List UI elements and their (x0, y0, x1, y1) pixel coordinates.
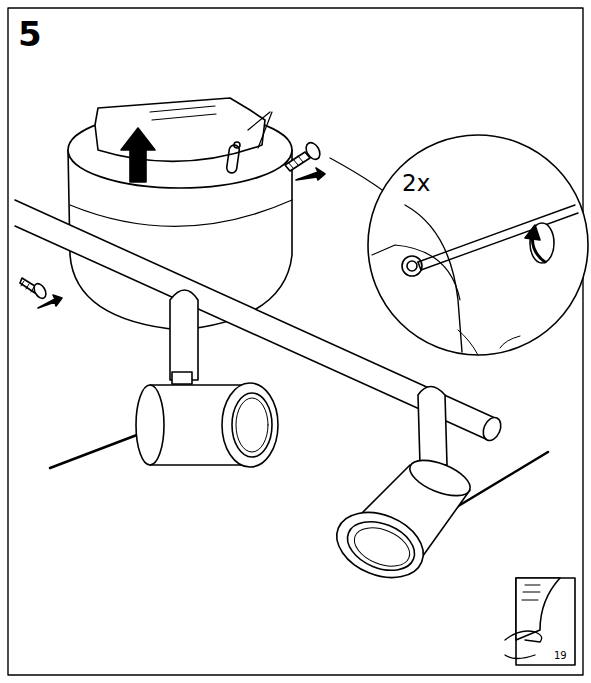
detail-inset (330, 135, 588, 355)
lift-arrow (121, 128, 155, 182)
quantity-label: 2x (402, 172, 430, 195)
leader-line (248, 112, 272, 148)
screw (285, 140, 325, 180)
page-number: 19 (553, 650, 568, 662)
step-number: 5 (18, 17, 42, 51)
spotlight (50, 290, 278, 468)
page-turn-icon (505, 578, 575, 665)
spotlight (327, 387, 548, 590)
screw (20, 278, 62, 308)
